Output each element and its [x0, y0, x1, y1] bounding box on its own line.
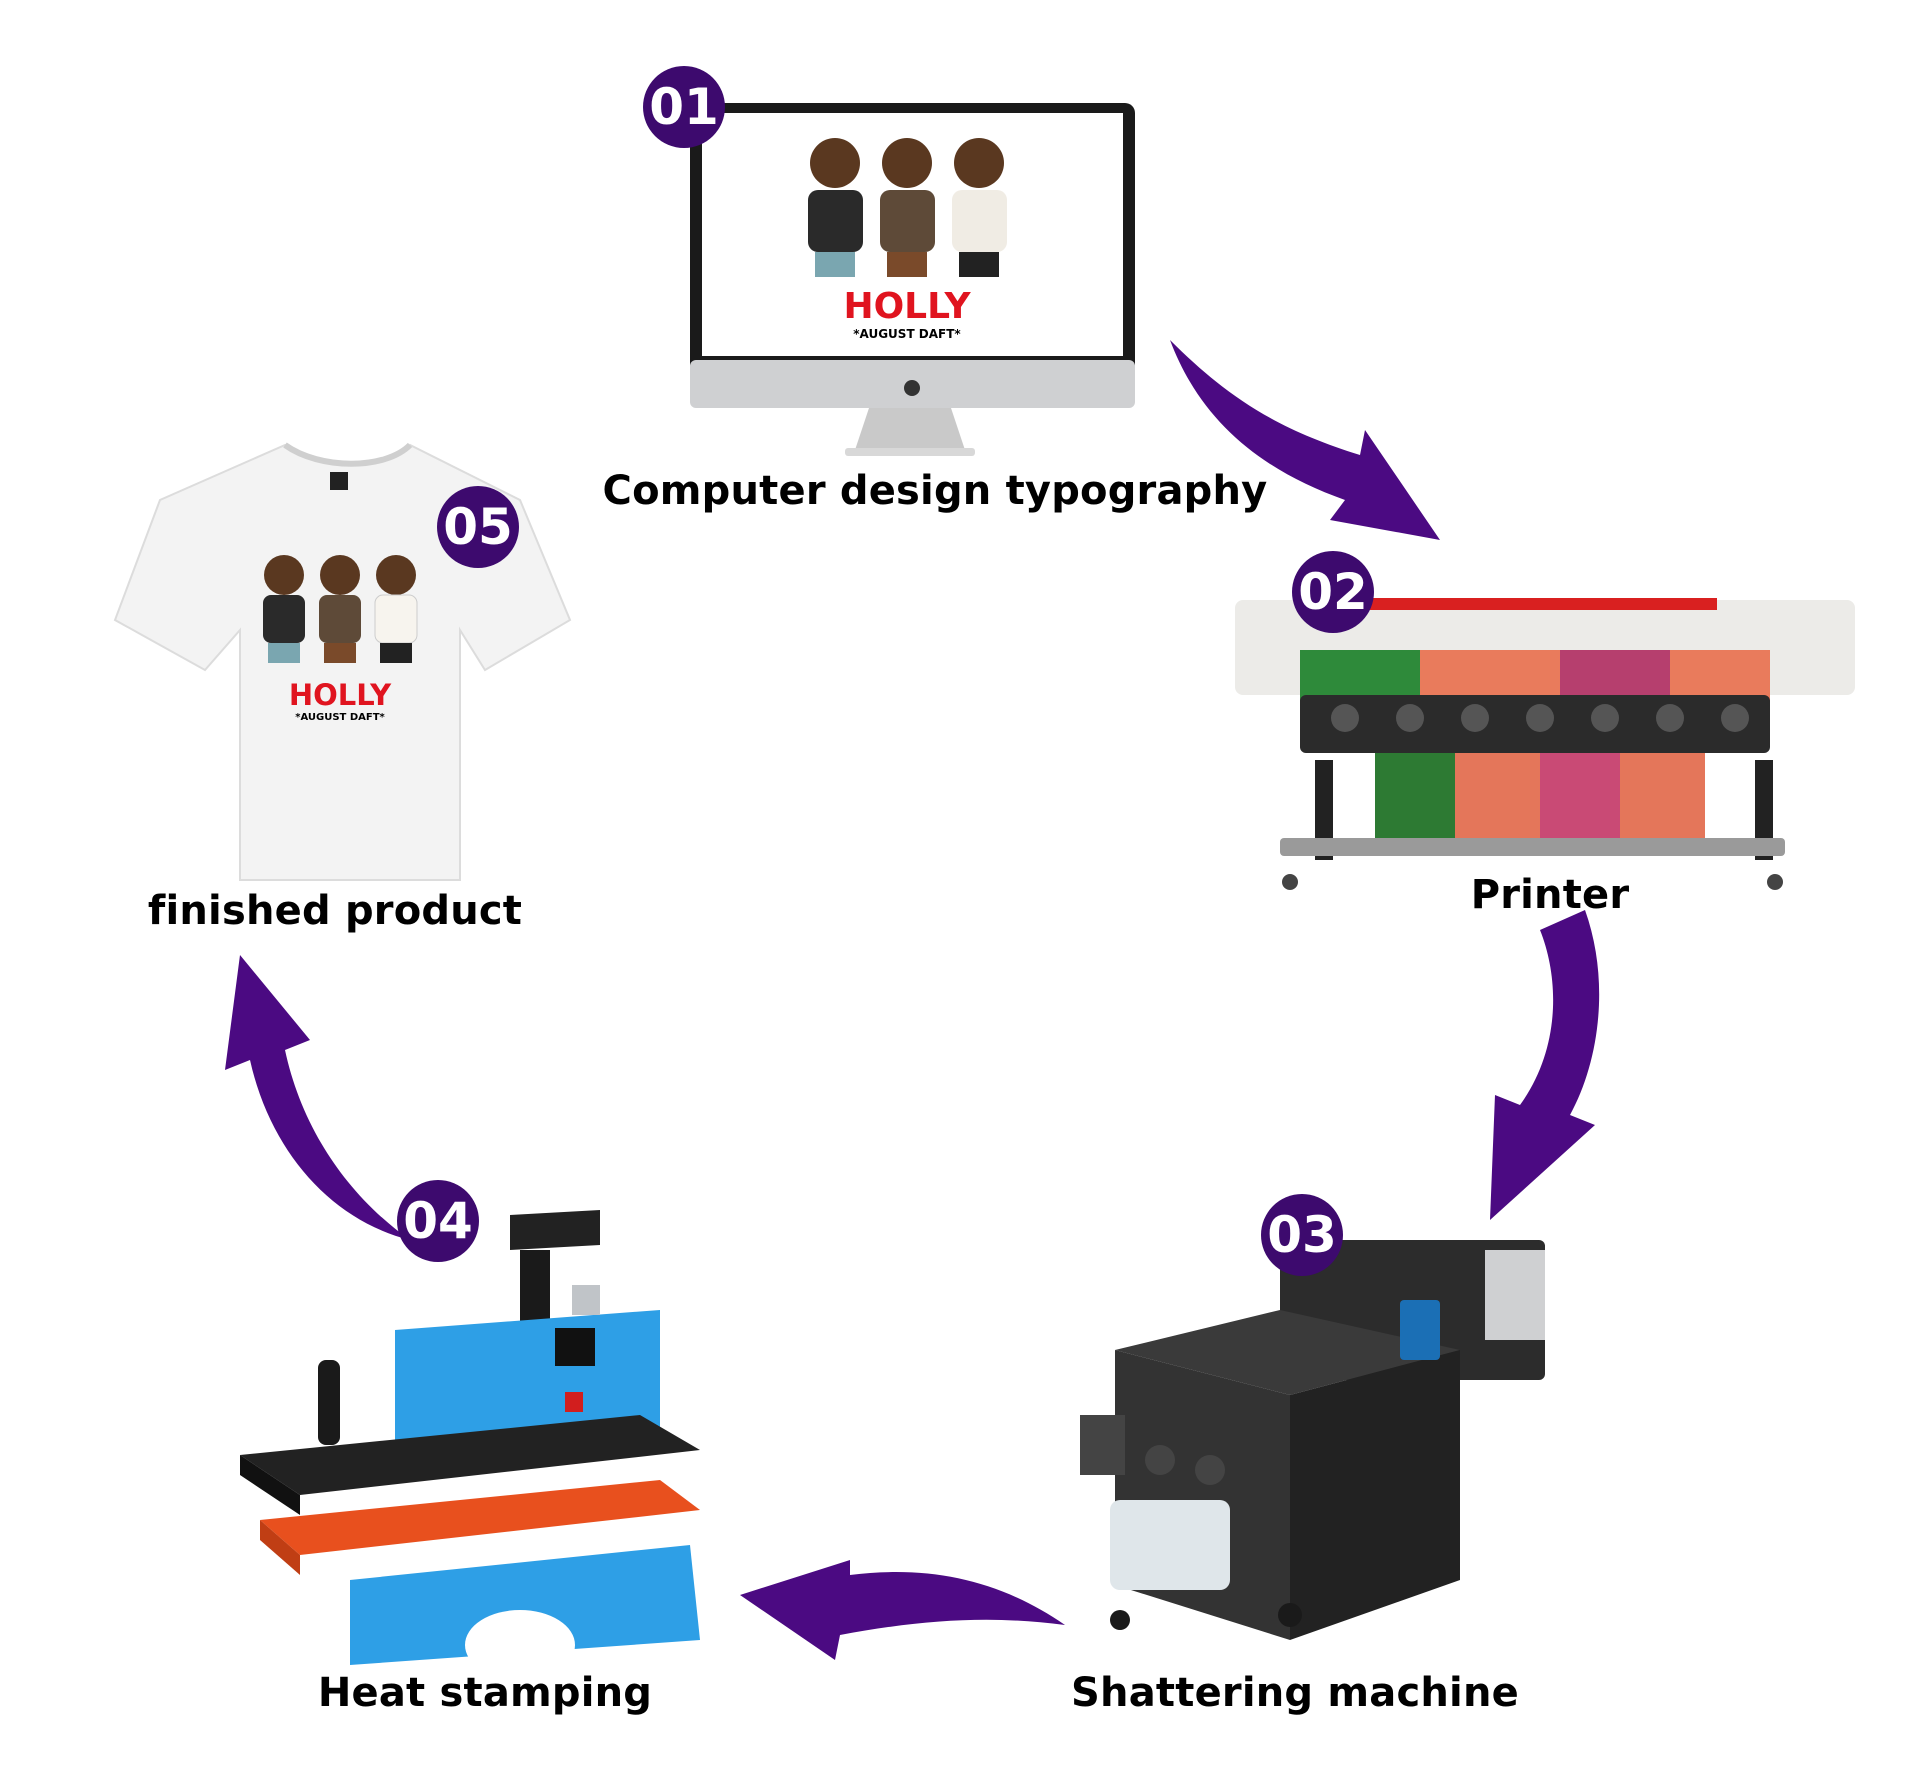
shirt-holly-subtitle: *AUGUST DAFT* — [295, 712, 385, 723]
step-label-04: Heat stamping — [317, 1670, 653, 1716]
step-badge-03: 03 — [1261, 1194, 1343, 1276]
screen-holly-subtitle: *AUGUST DAFT* — [853, 327, 961, 341]
step-badge-05: 05 — [437, 486, 519, 568]
screen-characters — [808, 138, 1007, 277]
step-badge-02: 02 — [1292, 551, 1374, 633]
step-label-05: finished product — [147, 888, 523, 934]
step-label-02: Printer — [1470, 872, 1630, 918]
arrow-01-to-02 — [1170, 340, 1440, 540]
step-label-01: Computer design typography — [602, 468, 1268, 514]
screen-holly-title: HOLLY — [843, 286, 971, 327]
arrow-04-to-05 — [225, 955, 410, 1240]
arrow-03-to-04 — [740, 1560, 1065, 1660]
arrow-02-to-03 — [1490, 910, 1600, 1220]
shirt-holly-title: HOLLY — [289, 678, 392, 712]
step-label-03: Shattering machine — [1071, 1670, 1519, 1716]
step-badge-01: 01 — [643, 66, 725, 148]
shirt-characters — [263, 555, 418, 663]
step-badge-04: 04 — [397, 1180, 479, 1262]
